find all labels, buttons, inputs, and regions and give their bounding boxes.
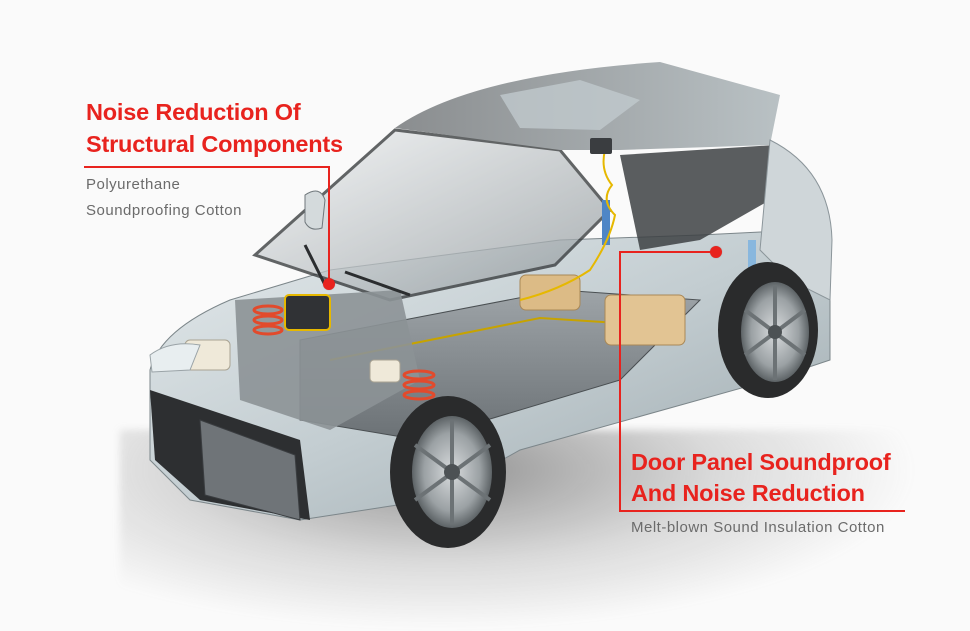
callout-title-door-line1: Door Panel Soundproof (631, 449, 891, 475)
callout-title-door-line2: And Noise Reduction (631, 480, 865, 506)
callout-leader-structural-horizontal (84, 166, 330, 168)
callout-marker-structural (323, 278, 335, 290)
callout-subtitle-door: Melt-blown Sound Insulation Cotton (631, 519, 885, 536)
callout-title-structural-line2: Structural Components (86, 131, 343, 157)
callout-leader-door-vertical (619, 251, 621, 511)
callout-subtitle-structural-line2: Soundproofing Cotton (86, 202, 242, 219)
callout-leader-door-horizontal-top (620, 251, 714, 253)
callout-marker-door-panel (710, 246, 722, 258)
callout-leader-structural-vertical (328, 166, 330, 284)
callout-subtitle-structural-line1: Polyurethane (86, 176, 181, 193)
callout-leader-door-horizontal-bottom (619, 510, 905, 512)
callout-title-structural-line1: Noise Reduction Of (86, 99, 301, 125)
